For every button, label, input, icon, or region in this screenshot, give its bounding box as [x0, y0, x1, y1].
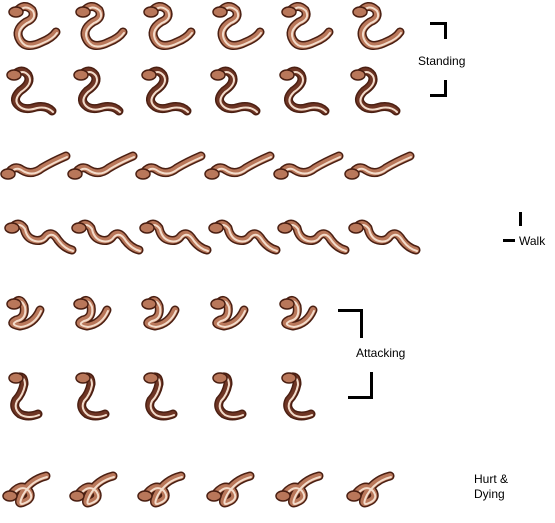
attacking-bracket-bottom: [348, 372, 373, 399]
serpent-sprite: [135, 151, 206, 180]
serpent-sprite: [75, 372, 110, 421]
serpent-sprite: [137, 471, 186, 508]
serpent-sprite: [212, 2, 265, 50]
serpent-sprite: [139, 219, 212, 255]
serpent-sprite: [208, 219, 281, 255]
serpent-sprite: [69, 471, 118, 508]
walk-label: Walk: [519, 234, 546, 248]
serpent-sprite: [73, 296, 112, 331]
serpent-sprite: [6, 66, 57, 116]
serpent-sprite: [273, 151, 344, 180]
serpent-sprite: [8, 2, 61, 50]
walk-bracket-top: [519, 212, 522, 226]
serpent-sprite: [143, 2, 196, 50]
standing-bracket-bottom: [430, 80, 447, 97]
serpent-sprite: [141, 66, 192, 116]
serpent-sprite: [210, 66, 261, 116]
serpent-sprite: [0, 151, 71, 180]
serpent-sprite: [212, 372, 247, 421]
attacking-bracket-top: [338, 309, 363, 338]
serpent-sprite: [4, 219, 77, 255]
walk-bracket-mid: [503, 239, 515, 242]
standing-bracket-top: [430, 22, 447, 39]
standing-label: Standing: [418, 54, 466, 68]
attacking-label: Attacking: [356, 346, 406, 360]
serpent-sprite: [277, 219, 350, 255]
serpent-sprite: [352, 2, 405, 50]
hurt-dying-label-line2: Dying: [474, 487, 505, 501]
serpent-sprite: [279, 296, 318, 331]
serpent-sprite: [143, 372, 178, 421]
serpent-sprite: [8, 372, 43, 421]
hurt-dying-label-line1: Hurt &: [474, 472, 509, 486]
serpent-sprite: [281, 2, 334, 50]
serpent-sprite: [71, 219, 144, 255]
serpent-sprite: [67, 151, 138, 180]
serpent-sprite: [73, 66, 124, 116]
serpent-sprite: [275, 471, 324, 508]
serpent-sprite: [206, 471, 255, 508]
serpent-sprite: [344, 151, 415, 180]
serpent-sprite: [75, 2, 128, 50]
serpent-sprite: [2, 471, 51, 508]
serpent-sprite: [346, 471, 395, 508]
serpent-sprite: [279, 66, 330, 116]
serpent-sprite: [210, 296, 249, 331]
serpent-sprite: [350, 66, 401, 116]
serpent-sprite: [204, 151, 275, 180]
serpent-sprite: [348, 219, 421, 255]
serpent-sprite: [141, 296, 180, 331]
serpent-sprite: [281, 372, 316, 421]
serpent-sprite: [6, 296, 45, 331]
